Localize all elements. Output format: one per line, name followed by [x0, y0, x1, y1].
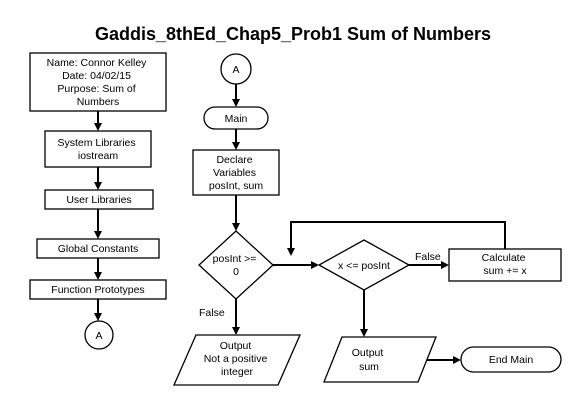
decision-loop: x <= posInt: [317, 239, 411, 291]
connector-a-left-label: A: [95, 330, 102, 342]
system-libraries-line: System Libraries: [57, 137, 135, 149]
declare-variables-line: posInt, sum: [209, 180, 264, 192]
system-libraries-line: iostream: [78, 150, 119, 162]
declare-variables-text: Declare Variables posInt, sum: [209, 154, 264, 192]
system-libraries-text: System Libraries iostream: [57, 137, 138, 162]
decision-positive-line: 0: [233, 266, 239, 278]
global-constants-box: Global Constants: [36, 238, 160, 259]
decision-loop-text: x <= posInt: [338, 260, 390, 272]
output-not-positive-io: Output Not a positive integer: [173, 334, 301, 386]
connector-a-top-label: A: [232, 64, 239, 76]
decision-positive-line: posInt >=: [213, 253, 257, 265]
declare-variables-line: Variables: [213, 167, 256, 179]
connector-a-left: A: [84, 320, 114, 350]
header-info-line: Numbers: [77, 96, 120, 108]
function-prototypes-text: Function Prototypes: [51, 284, 144, 296]
output-not-positive-line: Output: [220, 340, 252, 352]
calculate-sum-line: Calculate: [482, 252, 526, 264]
edge-label-loop-false: False: [415, 251, 441, 263]
arrow-calculate-loopback: [287, 221, 506, 256]
header-info-line: Name: Connor Kelley: [47, 57, 148, 69]
header-info-line: Purpose: Sum of: [57, 83, 135, 95]
calculate-sum-line: sum += x: [483, 265, 527, 277]
output-not-positive-line: Not a positive: [204, 353, 268, 365]
header-info-box: Name: Connor Kelley Date: 04/02/15 Purpo…: [29, 52, 167, 112]
calculate-sum-text: Calculate sum += x: [482, 252, 529, 277]
decision-positive: posInt >= 0: [198, 230, 274, 300]
main-start-text: Main: [225, 113, 248, 125]
decision-positive-text: posInt >= 0: [213, 253, 260, 278]
output-not-positive-line: integer: [221, 366, 254, 378]
global-constants-text: Global Constants: [58, 243, 139, 255]
main-start-terminal: Main: [203, 106, 269, 130]
diagram-title: Gaddis_8thEd_Chap5_Prob1 Sum of Numbers: [95, 24, 491, 44]
output-sum-io: Output sum: [323, 336, 437, 383]
output-sum-line: Output: [352, 347, 384, 359]
declare-variables-box: Declare Variables posInt, sum: [192, 149, 280, 196]
system-libraries-box: System Libraries iostream: [44, 130, 152, 168]
header-info-text: Name: Connor Kelley Date: 04/02/15 Purpo…: [47, 57, 150, 108]
function-prototypes-box: Function Prototypes: [29, 279, 167, 300]
output-sum-line: sum: [359, 361, 379, 373]
calculate-sum-box: Calculate sum += x: [448, 248, 562, 282]
header-info-line: Date: 04/02/15: [62, 70, 131, 82]
end-main-terminal: End Main: [460, 346, 562, 373]
end-main-text: End Main: [489, 354, 534, 366]
user-libraries-box: User Libraries: [44, 189, 154, 210]
connector-a-top: A: [220, 53, 252, 85]
declare-variables-line: Declare: [216, 154, 252, 166]
output-not-positive-text: Output Not a positive integer: [204, 340, 271, 378]
user-libraries-text: User Libraries: [66, 194, 131, 206]
output-sum-text: Output sum: [352, 347, 386, 373]
edge-label-positive-false: False: [199, 307, 225, 319]
